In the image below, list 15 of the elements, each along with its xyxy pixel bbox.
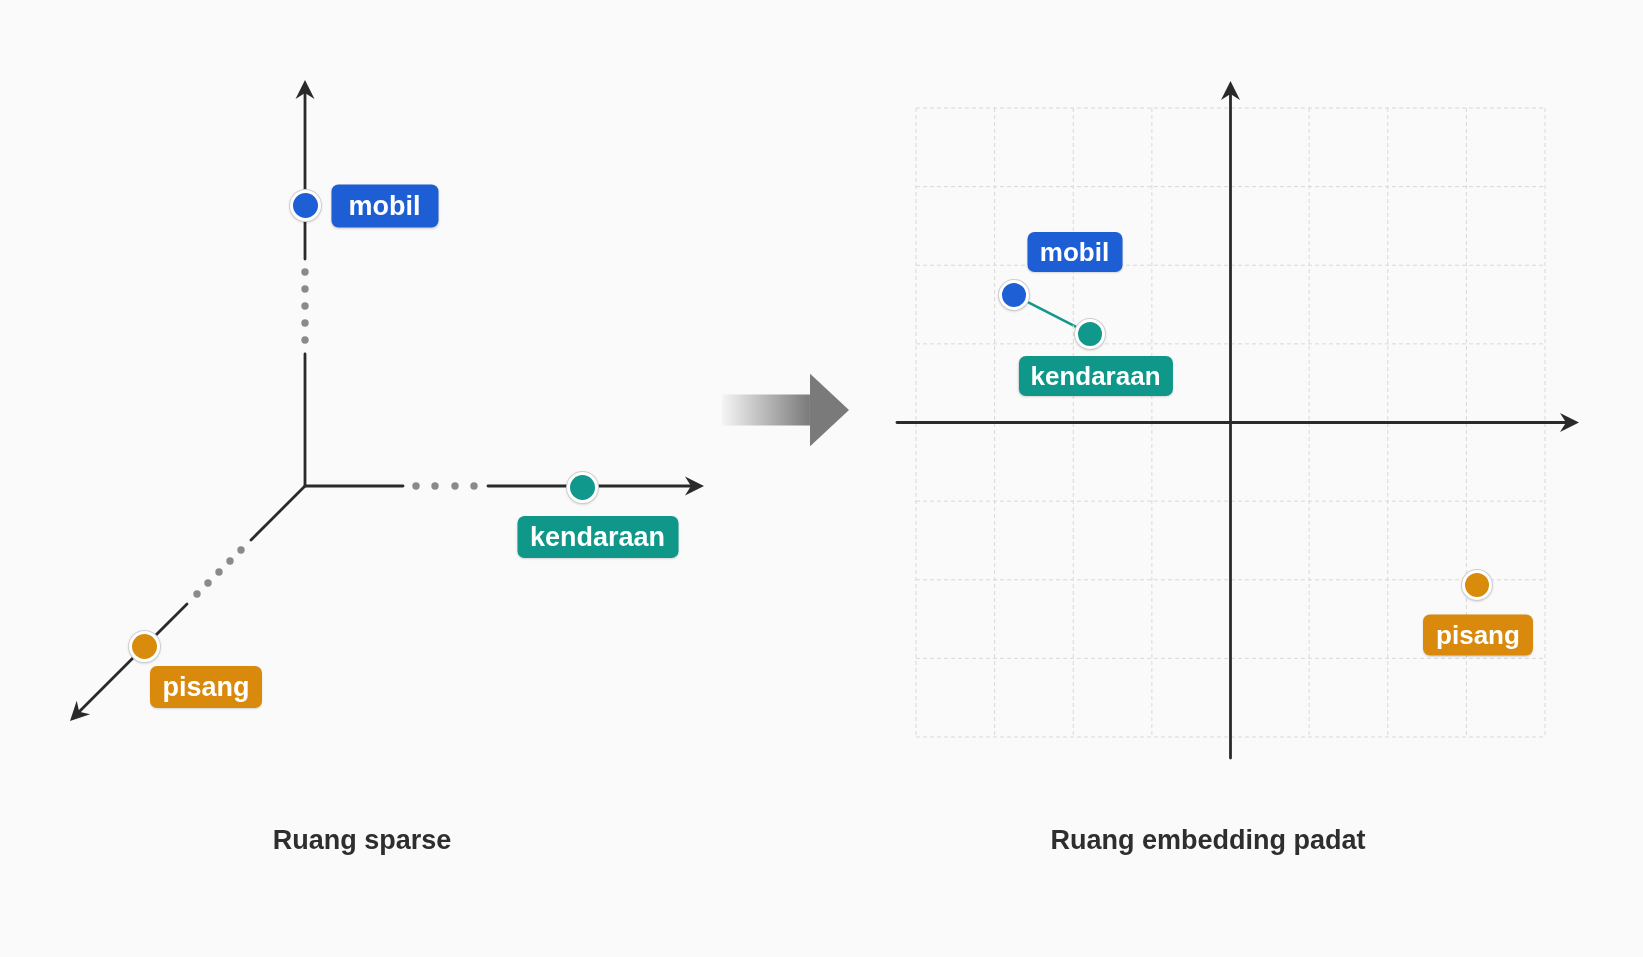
data-point [1462, 570, 1492, 600]
data-point [129, 630, 160, 662]
data-point [566, 471, 598, 503]
data-point [1075, 319, 1105, 349]
word-tag: kendaraan [517, 516, 678, 558]
panel-caption: Ruang sparse [272, 824, 452, 858]
word-tag: kendaraan [1018, 356, 1173, 396]
block-arrow [722, 373, 849, 447]
word-tag: mobil [331, 184, 438, 227]
word-tag: pisang [1423, 614, 1533, 655]
panel-caption: Ruang embedding padat [1050, 824, 1366, 858]
data-point [289, 189, 321, 221]
word-tag: mobil [1027, 232, 1122, 272]
data-point [999, 280, 1029, 310]
word-tag: pisang [150, 666, 262, 708]
